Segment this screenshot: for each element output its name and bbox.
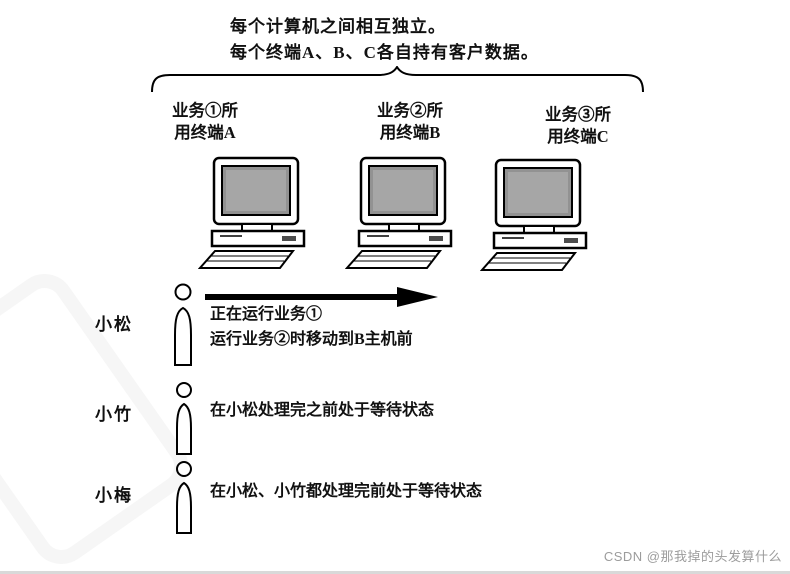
computer-icon xyxy=(479,158,588,271)
computer-terminal-a xyxy=(197,156,313,274)
person-text-kotake: 在小松处理完之前处于等待状态 xyxy=(210,398,434,423)
terminal-a-label-line1: 业务①所 xyxy=(172,101,238,120)
terminal-c-label: 业务③所 用终端C xyxy=(513,104,643,148)
terminal-b-label-line2: 用终端B xyxy=(379,123,441,142)
koume-line1: 在小松、小竹都处理完前处于等待状态 xyxy=(210,483,483,500)
csdn-watermark: CSDN @那我掉的头发算什么 xyxy=(603,549,782,564)
terminal-a-label-line2: 用终端A xyxy=(174,123,236,142)
computer-icon xyxy=(344,156,453,269)
kotake-line1: 在小松处理完之前处于等待状态 xyxy=(210,402,435,419)
komatsu-line2: 运行业务②时移动到B主机前 xyxy=(210,331,413,348)
computer-icon xyxy=(197,156,306,269)
overbrace xyxy=(151,66,644,93)
terminal-c-label-line2: 用终端C xyxy=(547,127,609,146)
computer-terminal-b xyxy=(344,156,460,274)
person-text-komatsu: 正在运行业务① 运行业务②时移动到B主机前 xyxy=(210,302,413,352)
person-icon-koume xyxy=(176,461,192,534)
terminal-b-label: 业务②所 用终端B xyxy=(345,100,475,144)
caption: 每个计算机之间相互独立。 每个终端A、B、C各自持有客户数据。 xyxy=(230,14,539,66)
caption-line2: 每个终端A、B、C各自持有客户数据。 xyxy=(230,43,539,62)
person-icon-komatsu xyxy=(174,283,192,366)
bottom-divider xyxy=(0,571,790,574)
terminal-c-label-line1: 业务③所 xyxy=(545,105,611,124)
person-icon-kotake xyxy=(176,382,192,455)
terminal-b-label-line1: 业务②所 xyxy=(377,101,443,120)
komatsu-line1: 正在运行业务① xyxy=(210,306,323,323)
person-name-kotake: 小竹 xyxy=(95,405,133,424)
computer-terminal-c xyxy=(479,158,595,276)
person-text-koume: 在小松、小竹都处理完前处于等待状态 xyxy=(210,479,482,504)
person-name-komatsu: 小松 xyxy=(95,315,133,334)
person-name-koume: 小梅 xyxy=(95,486,133,505)
right-arrow-icon xyxy=(205,287,438,307)
caption-line1: 每个计算机之间相互独立。 xyxy=(230,17,446,36)
terminal-a-label: 业务①所 用终端A xyxy=(140,100,270,144)
